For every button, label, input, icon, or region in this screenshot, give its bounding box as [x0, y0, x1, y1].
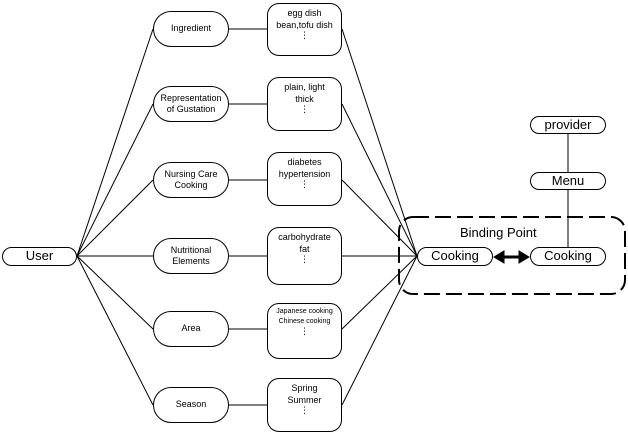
example-text: hypertension [278, 169, 331, 179]
examples-nursing-care: diabetes hypertension ⋮ [267, 152, 342, 206]
example-text: Chinese cooking [278, 318, 331, 325]
example-text: diabetes [287, 157, 322, 167]
cooking-left-node: Cooking [417, 247, 493, 266]
ellipsis-icon: ⋮ [300, 326, 309, 336]
ellipsis-icon: ⋮ [300, 30, 309, 40]
ellipsis-icon: ⋮ [300, 104, 309, 114]
category-gustation: Representation of Gustation [153, 86, 229, 122]
examples-ingredient: egg dish bean,tofu dish ⋮ [267, 3, 342, 56]
category-area: Area [153, 311, 229, 347]
example-text: egg dish [287, 8, 322, 18]
ellipsis-icon: ⋮ [300, 179, 309, 189]
example-text: carbohydrate [278, 232, 331, 242]
examples-gustation: plain, light thick ⋮ [267, 77, 342, 131]
example-text: Japanese cooking [276, 308, 333, 315]
examples-season: Spring Summer ⋮ [267, 378, 342, 432]
example-text: plain, light [284, 82, 325, 92]
binding-point-label: Binding Point [460, 225, 537, 240]
example-text: thick [295, 94, 314, 104]
category-nutritional: Nutritional Elements [153, 238, 229, 274]
ellipsis-icon: ⋮ [300, 254, 309, 264]
ellipsis-icon: ⋮ [300, 405, 309, 415]
examples-area: Japanese cooking Chinese cooking ⋮ [267, 303, 342, 359]
cooking-right-node: Cooking [530, 247, 606, 266]
example-text: fat [299, 244, 310, 254]
example-text: Spring [291, 383, 318, 393]
category-nursing-care: Nursing Care Cooking [153, 162, 229, 198]
user-node: User [2, 247, 77, 266]
examples-nutritional: carbohydrate fat ⋮ [267, 227, 342, 285]
example-text: bean,tofu dish [276, 20, 333, 30]
provider-node: provider [530, 116, 606, 134]
menu-node: Menu [530, 172, 606, 190]
category-season: Season [153, 387, 229, 423]
example-text: Summer [287, 395, 322, 405]
category-ingredient: Ingredient [153, 11, 229, 47]
